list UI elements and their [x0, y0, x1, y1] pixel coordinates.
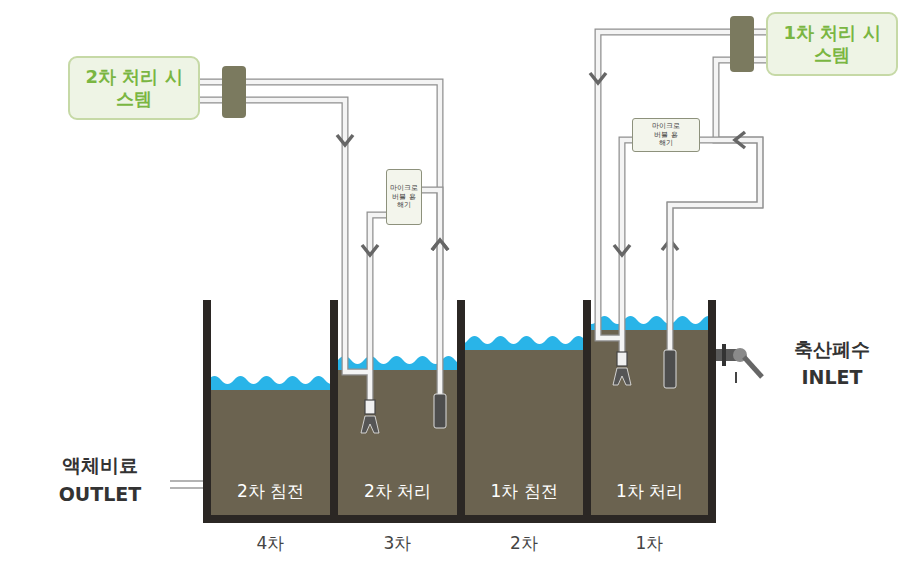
- pipe-outline: [370, 215, 386, 300]
- tank-label: 1차 침전: [465, 480, 583, 503]
- tank-compartment: 1차 침전2차: [465, 300, 583, 515]
- tank-label: 2차 침전: [211, 480, 330, 503]
- wave: [211, 372, 330, 390]
- pipe-core: [598, 32, 766, 300]
- pipe-outline: [670, 60, 766, 300]
- pipe: [619, 300, 626, 354]
- inlet-valve: [716, 344, 762, 383]
- pipe-line: [170, 487, 203, 489]
- fluid: [591, 330, 708, 515]
- flow-arrowhead: [614, 245, 630, 255]
- tank-compartment: 1차 처리1차: [591, 300, 708, 515]
- wall: [203, 300, 211, 523]
- diffuser: [613, 368, 631, 385]
- node-text: 1차 처리 시스템: [782, 22, 882, 65]
- wall: [708, 300, 716, 523]
- system-box: 1차 처리 시스템: [766, 12, 898, 75]
- pipe: [667, 300, 674, 352]
- pump: [664, 350, 676, 388]
- control-unit: [730, 16, 754, 72]
- pipe-connector: [362, 215, 386, 300]
- flow-arrowhead: [432, 240, 448, 250]
- pipe-core: [200, 100, 345, 300]
- stage-number: 1차: [591, 532, 708, 555]
- stage-number: 2차: [465, 532, 583, 555]
- pipe: [345, 300, 370, 372]
- pipe-core: [670, 140, 760, 300]
- system-box: 2차 처리 시스템: [68, 56, 200, 119]
- pipe-core: [370, 215, 386, 300]
- wall: [583, 300, 591, 515]
- flow-arrowhead: [362, 245, 378, 255]
- io-label: 액체비료: [62, 453, 138, 479]
- pipe-connector: [200, 100, 353, 300]
- control-unit: [222, 66, 246, 118]
- fluid: [211, 390, 330, 515]
- pipe-connector: [670, 132, 760, 300]
- pipe-core: [670, 60, 766, 300]
- pipe-outline: [598, 32, 766, 300]
- io-label: INLET: [801, 366, 862, 388]
- wall: [330, 300, 338, 515]
- io-label: OUTLET: [59, 483, 142, 505]
- tank-compartment: 2차 처리3차: [338, 300, 457, 515]
- pipe-connector: [422, 190, 448, 300]
- nozzle: [617, 352, 627, 366]
- pipe-connector: [662, 60, 766, 300]
- wall: [457, 300, 465, 515]
- nozzle: [365, 400, 375, 414]
- stage-number: 4차: [211, 532, 330, 555]
- valve-flange: [722, 344, 726, 366]
- pipe: [367, 300, 374, 402]
- tank-compartment: 2차 침전4차: [211, 300, 330, 515]
- flow-arrowhead: [590, 73, 606, 83]
- pipe: [368, 300, 373, 402]
- io-label: 축산폐수: [794, 337, 870, 363]
- tank-walls: [203, 300, 716, 523]
- flow-arrowhead: [735, 132, 745, 148]
- pipe: [437, 300, 444, 396]
- dissolver-box: 마이크로 버블 용해기: [386, 169, 422, 225]
- dissolver-box: 마이크로 버블 용해기: [632, 118, 700, 152]
- fluid: [465, 350, 583, 515]
- pipe-outline: [200, 100, 345, 300]
- flow-arrowhead: [337, 135, 353, 145]
- pipe-line: [170, 480, 203, 482]
- inner-pipe-outline: [345, 300, 670, 402]
- pipe: [598, 300, 622, 338]
- wave: [465, 332, 583, 350]
- wall: [203, 515, 716, 523]
- pipe-outline: [670, 140, 760, 300]
- pipe: [620, 300, 625, 354]
- pipe-outline: [622, 140, 632, 300]
- pipe: [668, 300, 673, 352]
- pipe: [345, 300, 370, 372]
- diffuser: [361, 416, 379, 433]
- pipe-core: [622, 140, 632, 300]
- valve-spout: [744, 357, 762, 377]
- inner-pipe-core: [345, 300, 670, 402]
- wave: [591, 312, 708, 330]
- pipe-connector: [590, 32, 766, 300]
- pipe-connector: [614, 140, 632, 300]
- pipe: [598, 300, 622, 338]
- tank-label: 1차 처리: [591, 480, 708, 503]
- pump: [434, 394, 446, 428]
- node-text: 마이크로 버블 용해기: [389, 184, 419, 210]
- outlet-pipe: [170, 481, 203, 488]
- node-text: 2차 처리 시스템: [84, 66, 184, 109]
- pipe: [438, 300, 443, 396]
- stage-number: 3차: [338, 532, 457, 555]
- valve-handle: [735, 372, 737, 383]
- tank-label: 2차 처리: [338, 480, 457, 503]
- node-text: 마이크로 버블 용해기: [651, 122, 681, 148]
